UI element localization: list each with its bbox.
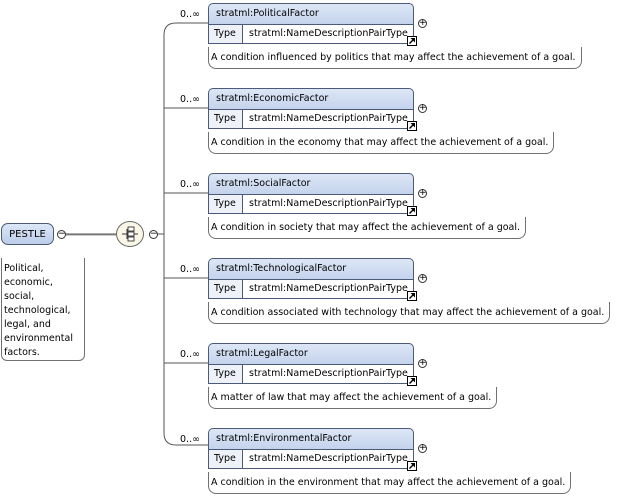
element-documentation: A condition associated with technology t…	[208, 302, 611, 324]
type-value: stratml:NameDescriptionPairType	[249, 113, 408, 124]
element-name: stratml:EconomicFactor	[208, 88, 414, 109]
element-name: stratml:LegalFactor	[208, 343, 414, 364]
documentation-text: A condition associated with technology t…	[208, 302, 611, 324]
type-label: Type	[209, 110, 243, 128]
go-to-type-icon[interactable]	[407, 36, 417, 46]
go-to-type-icon[interactable]	[407, 121, 417, 131]
element-documentation: A condition in society that may affect t…	[208, 217, 527, 239]
element-name: stratml:TechnologicalFactor	[208, 258, 414, 279]
element-documentation: A matter of law that may affect the achi…	[208, 387, 498, 409]
sequence-collapse-toggle-icon[interactable]: −	[149, 229, 158, 239]
root-documentation: Political, economic, social, technologic…	[1, 258, 85, 361]
element-name: stratml:PoliticalFactor	[208, 3, 414, 24]
element-documentation: A condition in the environment that may …	[208, 472, 572, 494]
type-label: Type	[209, 195, 243, 213]
element-name: stratml:SocialFactor	[208, 173, 414, 194]
expand-toggle-icon[interactable]: +	[418, 273, 427, 283]
go-to-type-icon[interactable]	[407, 376, 417, 386]
sequence-compositor-icon[interactable]	[116, 221, 144, 247]
occurrence-label: 0..∞	[180, 9, 200, 20]
element-type-row: Type stratml:NameDescriptionPairType	[208, 279, 414, 299]
type-value: stratml:NameDescriptionPairType	[249, 28, 408, 39]
element-documentation: A condition influenced by politics that …	[208, 47, 582, 69]
type-value: stratml:NameDescriptionPairType	[249, 453, 408, 464]
expand-toggle-icon[interactable]: +	[418, 358, 427, 368]
type-label: Type	[209, 365, 243, 383]
occurrence-label: 0..∞	[180, 264, 200, 275]
go-to-type-icon[interactable]	[407, 291, 417, 301]
documentation-text: A condition in the environment that may …	[208, 472, 572, 494]
element-type-row: Type stratml:NameDescriptionPairType	[208, 109, 414, 129]
type-label: Type	[209, 25, 243, 43]
occurrence-label: 0..∞	[180, 434, 200, 445]
element-type-row: Type stratml:NameDescriptionPairType	[208, 24, 414, 44]
occurrence-label: 0..∞	[180, 179, 200, 190]
type-value: stratml:NameDescriptionPairType	[249, 198, 408, 209]
element-name: stratml:EnvironmentalFactor	[208, 428, 414, 449]
type-value: stratml:NameDescriptionPairType	[249, 368, 408, 379]
documentation-text: A matter of law that may affect the achi…	[208, 387, 498, 409]
root-element-name: PESTLE	[9, 228, 46, 240]
expand-toggle-icon[interactable]: +	[418, 103, 427, 113]
documentation-text: A condition in society that may affect t…	[208, 217, 527, 239]
documentation-text: A condition in the economy that may affe…	[208, 132, 555, 154]
element-type-row: Type stratml:NameDescriptionPairType	[208, 194, 414, 214]
go-to-type-icon[interactable]	[407, 206, 417, 216]
occurrence-label: 0..∞	[180, 349, 200, 360]
occurrence-label: 0..∞	[180, 94, 200, 105]
type-value: stratml:NameDescriptionPairType	[249, 283, 408, 294]
expand-toggle-icon[interactable]: +	[418, 443, 427, 453]
root-element-pestle[interactable]: PESTLE	[1, 223, 54, 245]
expand-toggle-icon[interactable]: +	[418, 188, 427, 198]
documentation-text: A condition influenced by politics that …	[208, 47, 582, 69]
type-label: Type	[209, 280, 243, 298]
type-label: Type	[209, 450, 243, 468]
collapse-toggle-icon[interactable]: −	[57, 229, 66, 239]
element-documentation: A condition in the economy that may affe…	[208, 132, 555, 154]
go-to-type-icon[interactable]	[407, 461, 417, 471]
expand-toggle-icon[interactable]: +	[418, 18, 427, 28]
element-type-row: Type stratml:NameDescriptionPairType	[208, 364, 414, 384]
element-type-row: Type stratml:NameDescriptionPairType	[208, 449, 414, 469]
